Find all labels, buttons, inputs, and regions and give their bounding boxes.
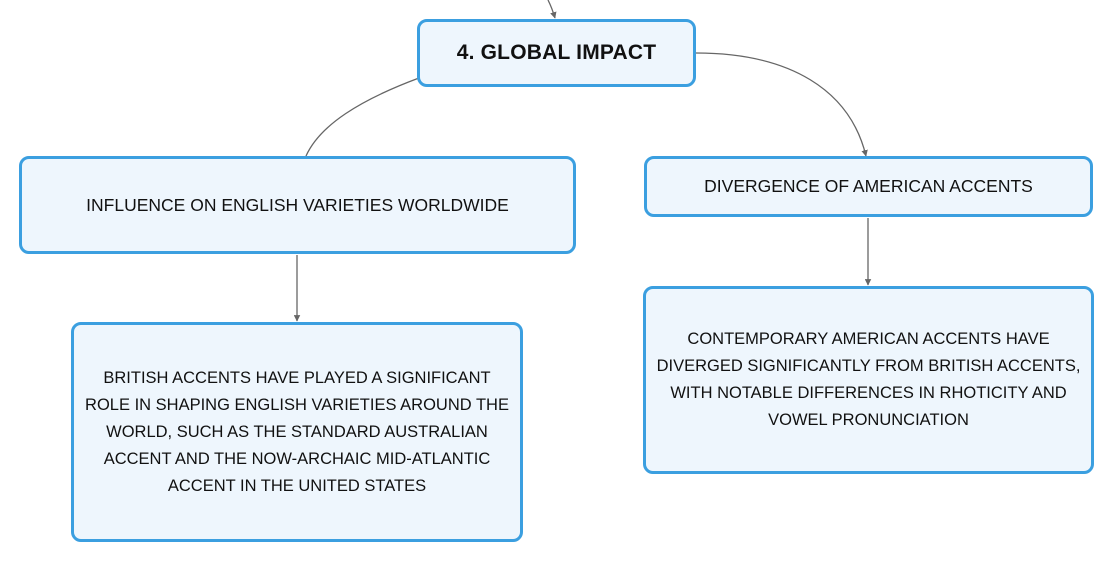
root-node-label: 4. GLOBAL IMPACT [456, 41, 657, 64]
node-divergence-label: DIVERGENCE OF AMERICAN ACCENTS [704, 176, 1033, 196]
node-contemporary-detail-text: CONTEMPORARY AMERICAN ACCENTS HAVE DIVER… [656, 330, 1081, 429]
connector-parent-to-root [547, 0, 557, 19]
node-divergence-american[interactable]: DIVERGENCE OF AMERICAN ACCENTS [644, 156, 1093, 217]
connector-root-to-divergence [695, 52, 868, 157]
node-contemporary-american-detail[interactable]: CONTEMPORARY AMERICAN ACCENTS HAVE DIVER… [643, 286, 1094, 474]
root-node-global-impact[interactable]: 4. GLOBAL IMPACT [417, 19, 696, 87]
node-influence-worldwide[interactable]: INFLUENCE ON ENGLISH VARIETIES WORLDWIDE [19, 156, 576, 254]
node-british-accents-detail[interactable]: BRITISH ACCENTS HAVE PLAYED A SIGNIFICAN… [71, 322, 523, 542]
node-british-detail-text: BRITISH ACCENTS HAVE PLAYED A SIGNIFICAN… [85, 368, 509, 495]
connector-root-to-influence [305, 77, 420, 157]
node-influence-label: INFLUENCE ON ENGLISH VARIETIES WORLDWIDE [86, 194, 509, 215]
